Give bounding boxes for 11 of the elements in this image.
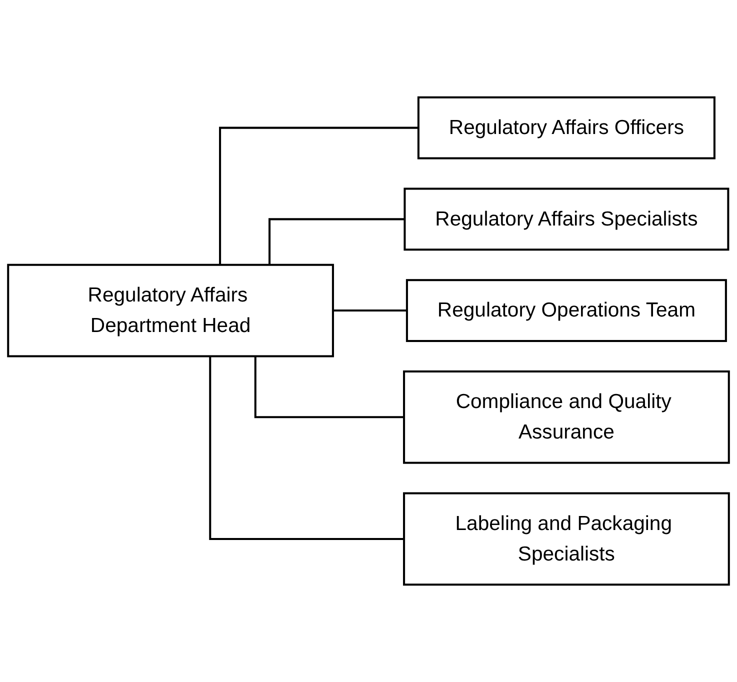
connector — [254, 356, 404, 418]
node-box: Regulatory Affairs Department Head — [7, 264, 334, 358]
connector — [209, 356, 404, 540]
connector — [268, 218, 405, 265]
node-box: Regulatory Affairs Officers — [417, 96, 716, 160]
connector — [219, 126, 418, 265]
connector — [332, 310, 407, 312]
node-box: Labeling and Packaging Specialists — [403, 492, 730, 586]
node-box: Compliance and Quality Assurance — [403, 370, 730, 464]
node-box: Regulatory Affairs Specialists — [404, 188, 730, 251]
node-box: Regulatory Operations Team — [406, 279, 727, 342]
